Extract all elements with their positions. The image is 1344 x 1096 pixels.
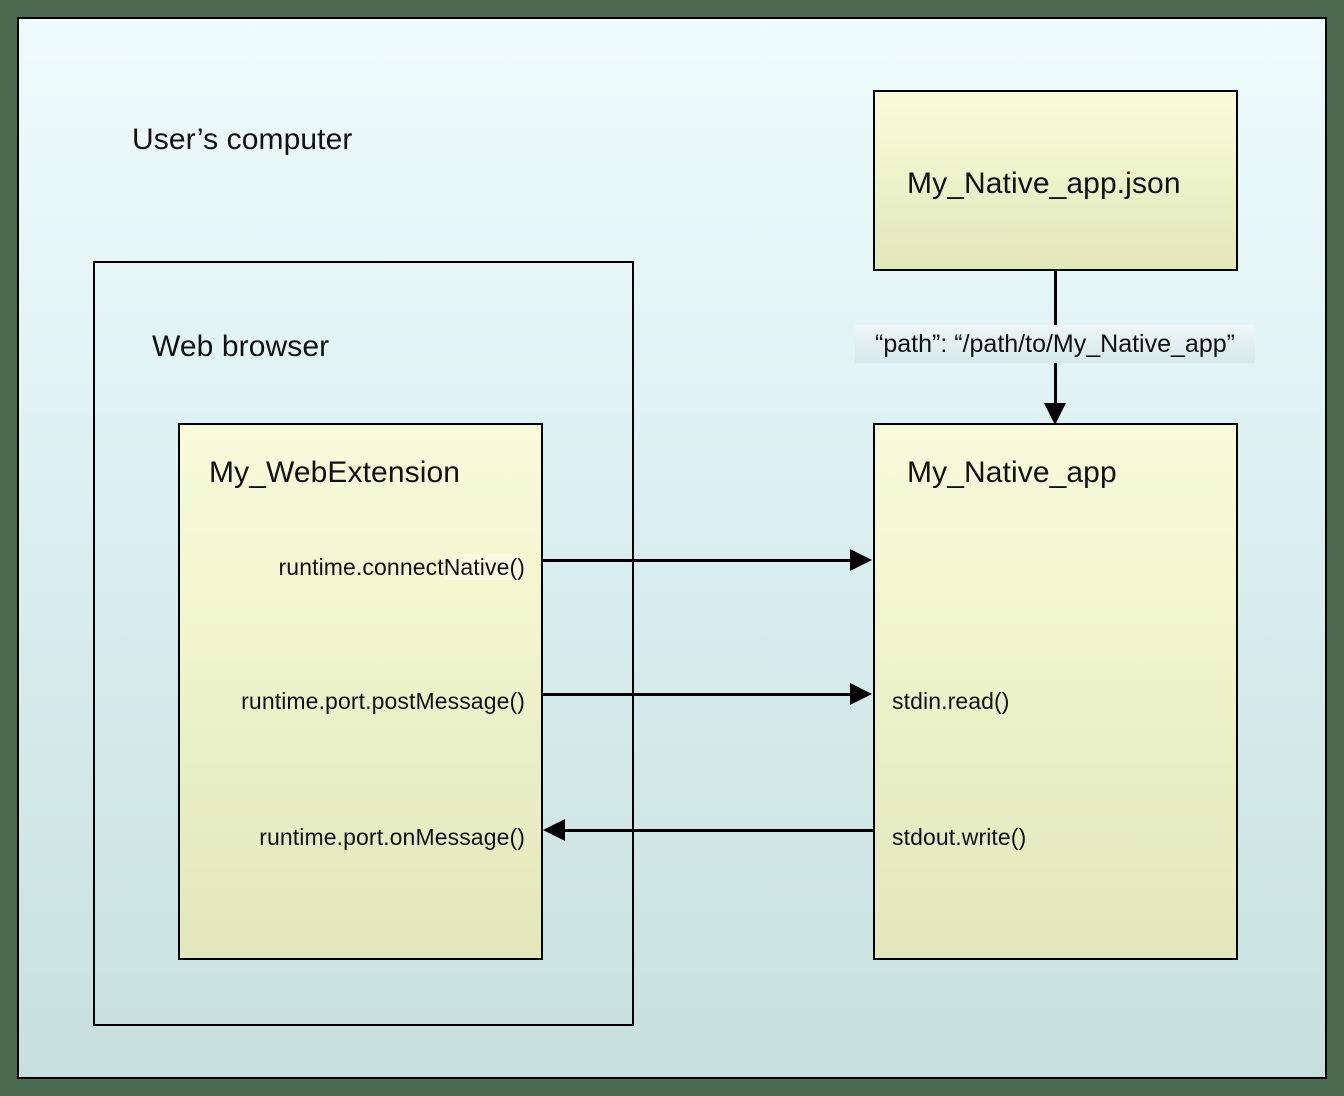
component-title-my-native-app: My_Native_app [907, 456, 1117, 489]
connector-connect-native-line [542, 559, 852, 562]
component-my-webextension[interactable] [178, 423, 543, 960]
connector-post-message-line [542, 693, 852, 696]
component-title-my-webextension: My_WebExtension [209, 456, 461, 489]
connector-stdout-write-line [565, 829, 873, 832]
connector-manifest-to-native-app-upper [1054, 271, 1057, 325]
arrowhead-down-icon-manifest [1044, 403, 1066, 425]
container-label-web-browser: Web browser [152, 330, 330, 363]
api-label-connect-native-highlight: Native() [443, 554, 525, 580]
container-web-browser [93, 261, 634, 1026]
container-label-users-computer: User’s computer [132, 123, 353, 156]
api-label-stdout-write: stdout.write() [892, 824, 1027, 850]
arrowhead-left-icon-on-message [543, 819, 565, 841]
api-label-on-message: runtime.port.onMessage() [259, 824, 525, 850]
arrowhead-right-icon-connect-native [850, 549, 872, 571]
component-my-native-app[interactable] [873, 423, 1238, 960]
api-label-connect-native: runtime.connectNative() [173, 554, 525, 581]
component-title-my-native-app-json: My_Native_app.json [907, 167, 1181, 200]
api-label-post-message: runtime.port.postMessage() [241, 688, 525, 714]
arrowhead-right-icon-post-message [850, 683, 872, 705]
component-my-native-app-json[interactable] [873, 90, 1238, 271]
annotation-manifest-path: “path”: “/path/to/My_Native_app” [855, 325, 1255, 363]
api-label-connect-native-prefix: runtime.connect [278, 554, 444, 580]
connector-manifest-to-native-app-lower [1054, 363, 1057, 411]
diagram-canvas: User’s computer Web browser My_WebExtens… [17, 17, 1327, 1079]
api-label-stdin-read: stdin.read() [892, 688, 1010, 714]
